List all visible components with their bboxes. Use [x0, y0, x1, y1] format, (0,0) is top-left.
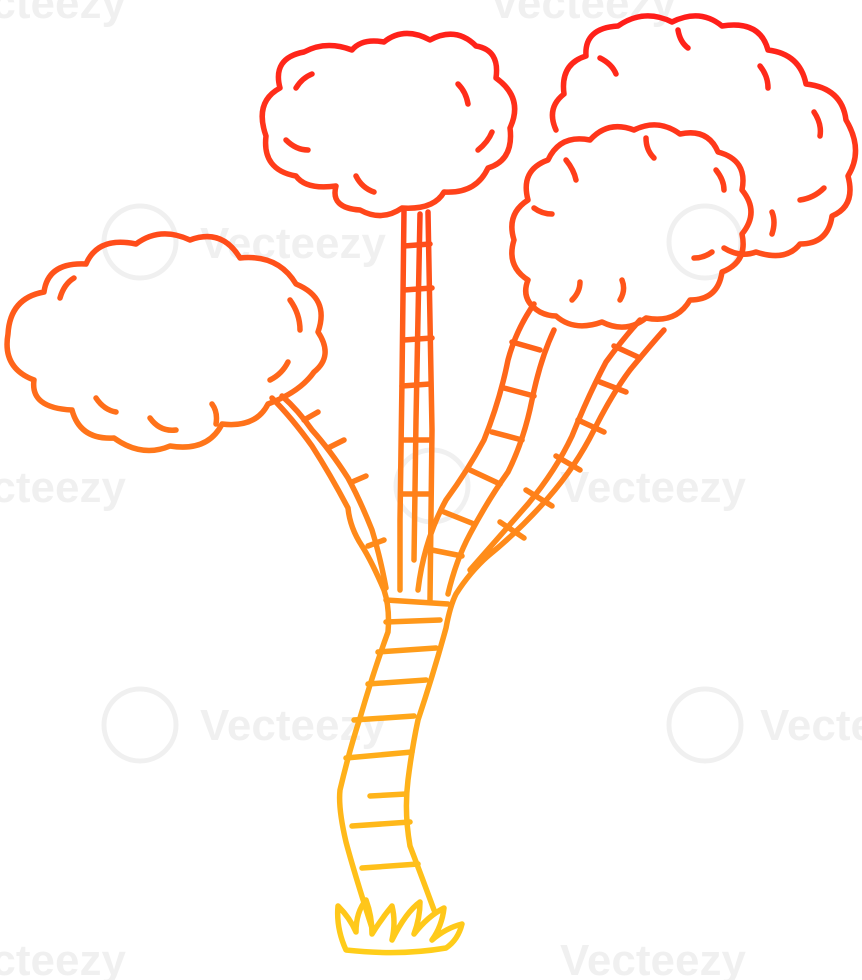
foliage-cloud-front-right-details	[531, 135, 727, 303]
watermark-text: Vecteezy	[0, 0, 126, 28]
mid-right-branch-rings	[429, 339, 543, 559]
foliage-cloud-back-right-details	[597, 27, 827, 237]
foliage-cloud-left-details	[57, 275, 303, 433]
foliage-cloud-front-right	[509, 122, 754, 330]
right-branch-rings	[497, 343, 643, 541]
center-branch-rings	[399, 241, 435, 497]
foliage-cloud-top-details	[283, 71, 495, 195]
vecteezy-logo-icon	[101, 203, 179, 281]
watermark-text: Vecteezy	[0, 463, 126, 512]
vecteezy-logo-icon	[101, 686, 179, 764]
watermark-text: Vecteezy	[560, 463, 746, 512]
left-branch-rings	[301, 409, 387, 549]
watermark-text: Vecteezy	[0, 936, 126, 980]
tree-trunk-right-edge	[403, 553, 491, 913]
foliage-cloud-back-right	[549, 13, 859, 259]
center-branch	[397, 207, 435, 603]
trunk-ring-marks	[343, 597, 451, 871]
foliage-cloud-top	[259, 30, 518, 219]
grass-tuft	[334, 897, 465, 956]
watermark-text: Vecteezy	[760, 701, 862, 750]
watermark-text: Vecteezy	[560, 936, 746, 980]
tree-drawing	[4, 13, 859, 956]
foliage-cloud-left	[4, 231, 328, 454]
mid-right-branch	[415, 301, 557, 597]
vecteezy-logo-icon	[666, 686, 744, 764]
